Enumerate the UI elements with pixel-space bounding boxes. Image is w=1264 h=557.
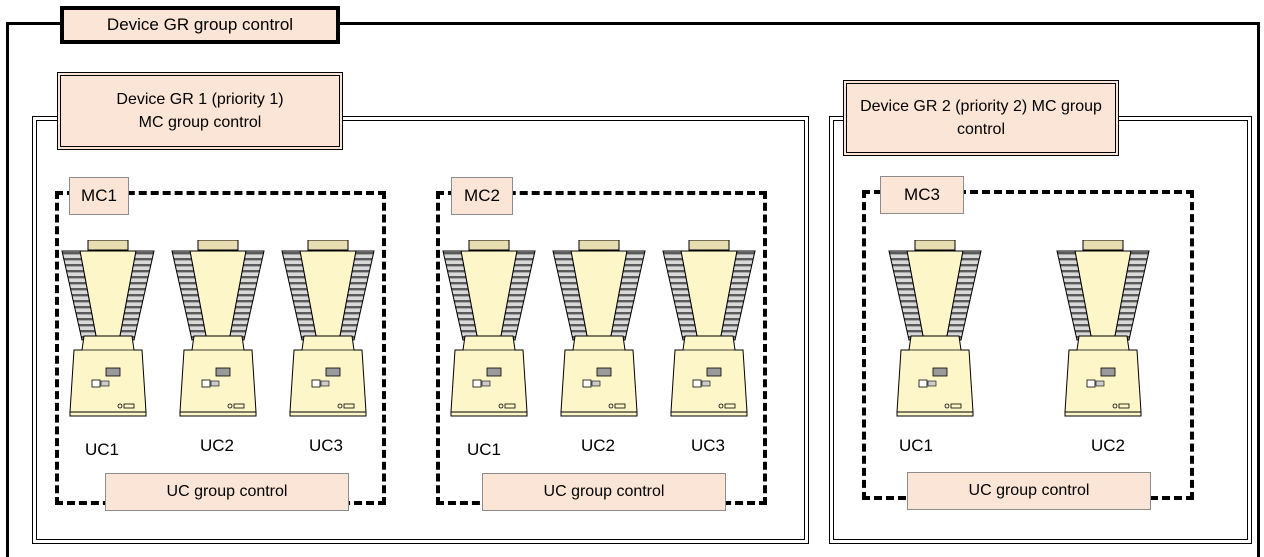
device-gr-group-frame: [6, 22, 1260, 557]
chiller-unit-icon: [280, 240, 376, 418]
uc-label: UC3: [690, 436, 725, 455]
uc-group-control-label: UC group control: [482, 473, 726, 511]
chiller-unit-icon: [1055, 240, 1151, 418]
chiller-unit-icon: [551, 240, 647, 418]
uc-label: UC2: [199, 436, 234, 455]
device-gr-group-title: Device GR group control: [60, 6, 340, 44]
uc-label: UC1: [466, 440, 501, 459]
uc-label: UC3: [308, 436, 343, 455]
device-gr-1-label: Device GR 1 (priority 1) MC group contro…: [57, 72, 343, 150]
uc-label: UC1: [898, 436, 933, 455]
uc-group-control-label: UC group control: [105, 473, 349, 511]
chiller-unit-icon: [60, 240, 156, 418]
mc1-label: MC1: [69, 177, 129, 215]
uc-label: UC1: [84, 440, 119, 459]
uc-label: UC2: [1090, 436, 1125, 455]
device-gr-1-frame: [32, 116, 809, 544]
uc-label: UC2: [580, 436, 615, 455]
chiller-unit-icon: [887, 240, 983, 418]
uc-group-control-label: UC group control: [907, 472, 1151, 510]
mc3-label: MC3: [880, 176, 964, 214]
chiller-unit-icon: [441, 240, 537, 418]
chiller-unit-icon: [661, 240, 757, 418]
mc2-label: MC2: [451, 177, 513, 215]
device-gr-2-label: Device GR 2 (priority 2) MC group contro…: [843, 80, 1119, 156]
chiller-unit-icon: [170, 240, 266, 418]
